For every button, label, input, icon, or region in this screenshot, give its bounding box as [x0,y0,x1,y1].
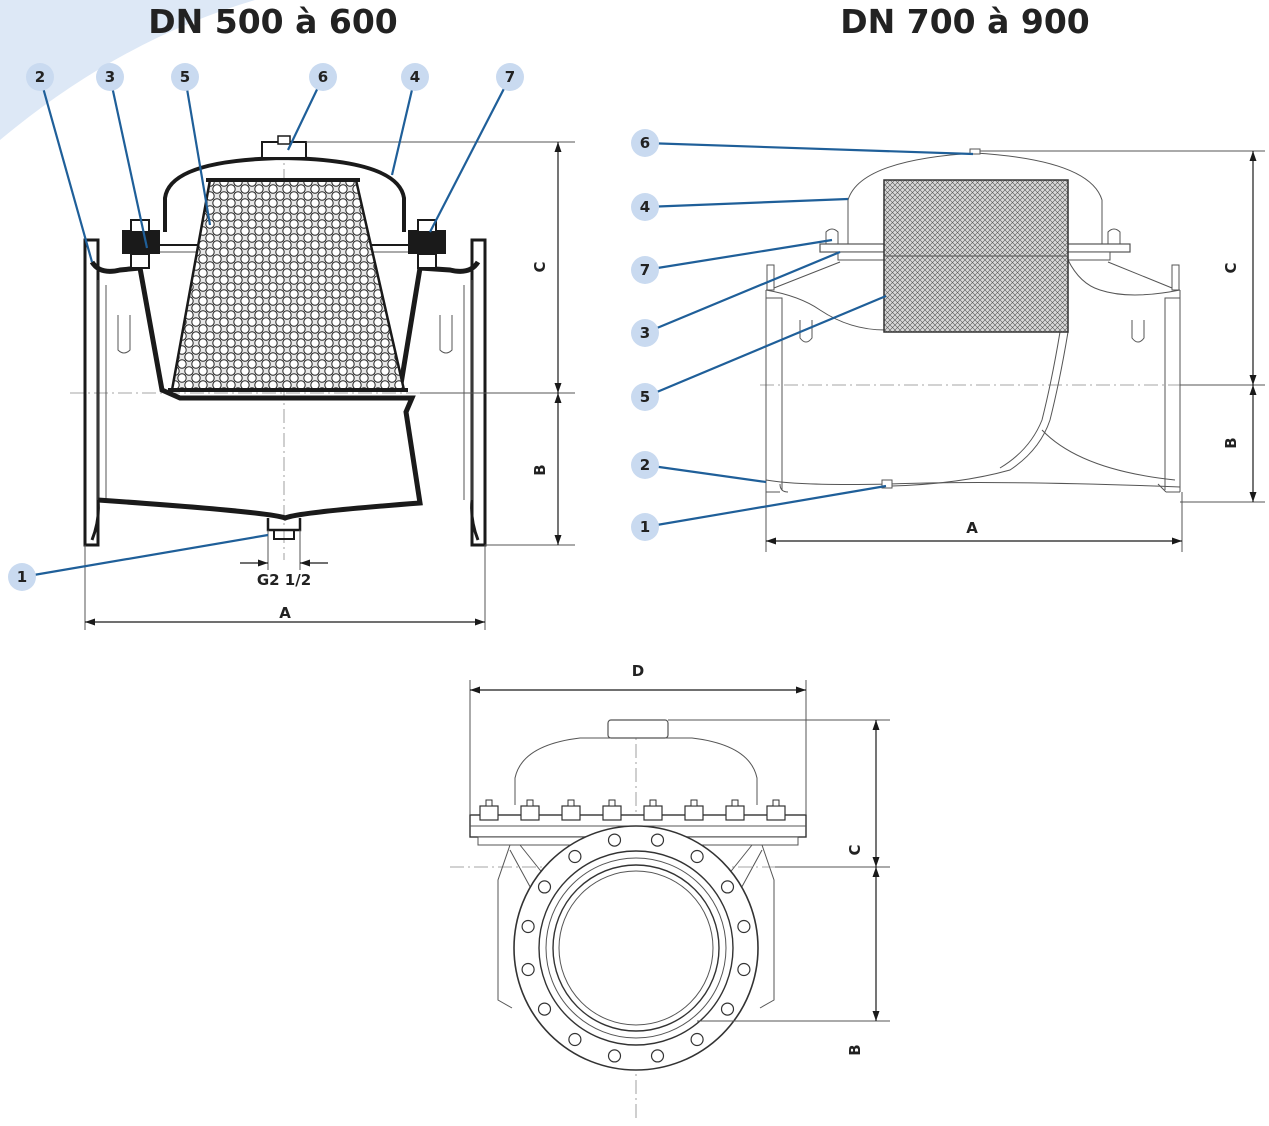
right-callout-4: 4 [631,193,659,221]
left-dome-cover [163,135,406,232]
svg-text:5: 5 [640,388,650,406]
right-callout-5: 5 [631,383,659,411]
right-view: DN 700 à 900 [631,2,1265,552]
left-leader-lines [21,76,511,579]
right-dim-c-label: C [1222,262,1240,273]
flange-bolt-hole [568,849,582,864]
right-dim-a-label: A [966,519,978,537]
svg-text:4: 4 [640,198,650,216]
front-dome-cover [514,719,758,805]
left-callout-4: 4 [401,63,429,91]
right-dim-b-label: B [1222,437,1240,448]
right-callout-7: 7 [631,256,659,284]
flange-bolt-hole [607,833,622,847]
cover-bolt [561,799,581,821]
left-dim-a-label: A [279,604,291,622]
left-dim-c-label: C [531,261,549,272]
left-callout-1: 1 [8,563,36,591]
svg-text:6: 6 [640,134,650,152]
flange-bolt-hole [521,962,535,977]
right-callout-2: 2 [631,451,659,479]
svg-text:2: 2 [640,456,650,474]
flange-bolt-hole [650,1049,665,1063]
left-callout-5: 5 [171,63,199,91]
svg-text:6: 6 [318,68,328,86]
left-callout-3: 3 [96,63,124,91]
left-callout-2: 2 [26,63,54,91]
right-callout-6: 6 [631,129,659,157]
svg-text:7: 7 [640,261,650,279]
svg-text:1: 1 [17,568,27,586]
cover-bolt [725,799,745,821]
right-dimensions: C B A [765,150,1265,552]
cover-bolt [479,799,499,821]
right-leader-lines [644,141,974,529]
front-pipe-flange [513,825,759,1071]
flange-bolt-hole [737,962,751,977]
flange-bolt-hole [737,919,751,934]
flange-bolt-hole [537,880,552,894]
front-dim-b-label: B [846,1044,864,1055]
right-cylindrical-strainer [883,179,1069,333]
cover-bolt [602,799,622,821]
left-thread-size-label: G2 1/2 [257,571,311,589]
svg-text:1: 1 [640,518,650,536]
svg-text:5: 5 [180,68,190,86]
flange-bolt-hole [720,1002,735,1016]
flange-bolt-hole [720,880,735,894]
left-callout-bubbles: 2 3 5 6 4 7 1 [8,63,524,591]
right-callout-bubbles: 6 4 7 3 5 2 1 [631,129,659,541]
svg-text:2: 2 [35,68,45,86]
right-callout-3: 3 [631,319,659,347]
svg-text:7: 7 [505,68,515,86]
right-body-outline [765,259,1181,493]
left-dimensions: C B A G2 1/2 [84,141,575,630]
front-cover-bolts [479,799,786,821]
cover-bolt [643,799,663,821]
cover-bolt [766,799,786,821]
left-dim-b-label: B [531,464,549,475]
left-callout-7: 7 [496,63,524,91]
svg-text:3: 3 [105,68,115,86]
right-view-title: DN 700 à 900 [840,2,1090,41]
flange-bolt-hole [537,1002,552,1016]
flange-bolt-hole [568,1032,582,1047]
front-view: D C B [450,662,890,1120]
right-callout-1: 1 [631,513,659,541]
left-view: DN 500 à 600 [8,2,575,630]
front-dimensions: D C B [469,662,890,1056]
flange-bolt-hole [690,849,704,864]
front-dim-c-label: C [846,844,864,855]
flange-bolt-hole [690,1032,704,1047]
front-dim-d-label: D [632,662,644,680]
cover-bolt [684,799,704,821]
left-view-title: DN 500 à 600 [148,2,398,41]
flange-bolt-hole [650,833,665,847]
svg-text:4: 4 [410,68,420,86]
flange-bolt-hole [607,1049,622,1063]
left-callout-6: 6 [309,63,337,91]
watermark-arc [0,0,255,140]
flange-bolt-hole [521,919,535,934]
front-flange-bolt-holes [521,833,751,1063]
cover-bolt [520,799,540,821]
svg-text:3: 3 [640,324,650,342]
left-conical-strainer [168,178,408,392]
